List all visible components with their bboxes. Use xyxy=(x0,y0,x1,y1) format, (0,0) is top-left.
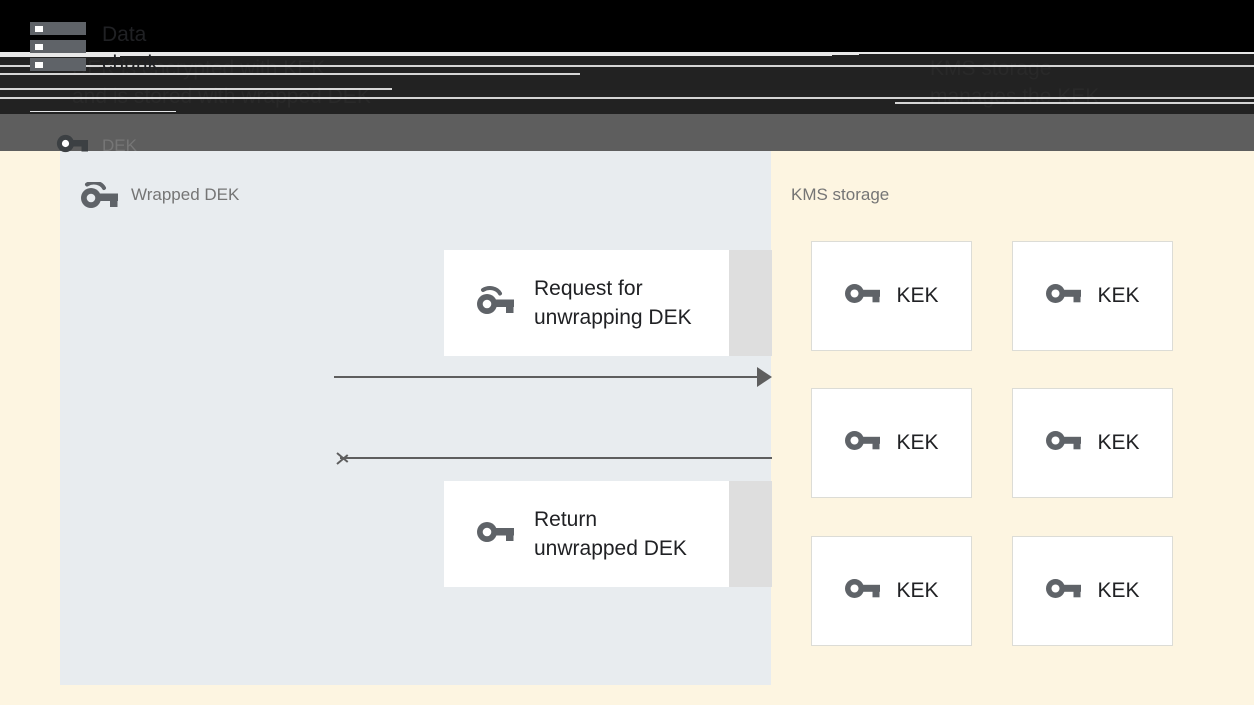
top-gray-band xyxy=(0,114,1254,151)
top-black-band xyxy=(0,0,1254,52)
request-card-shadow xyxy=(729,250,772,356)
key-icon xyxy=(844,282,881,310)
scanline-artifact xyxy=(0,52,1254,53)
request-arrow-line xyxy=(334,376,759,378)
scanline-artifact xyxy=(0,53,1254,54)
return-arrow-line xyxy=(340,457,772,459)
scanline-artifact xyxy=(0,56,120,57)
kek-label: KEK xyxy=(1097,579,1140,602)
scanline-artifact xyxy=(0,97,1254,99)
wrapped-dek-label: Wrapped DEK xyxy=(131,185,240,204)
return-card[interactable]: Return unwrapped DEK xyxy=(444,481,729,587)
return-card-shadow xyxy=(729,481,772,587)
data-chunk-divider xyxy=(30,111,176,112)
storage-icon xyxy=(30,21,86,78)
key-icon xyxy=(56,133,88,159)
scanline-artifact xyxy=(895,102,1254,104)
kek-label: KEK xyxy=(1097,431,1140,454)
scanline-artifact xyxy=(0,55,832,56)
scanline-artifact xyxy=(0,65,1254,67)
return-card-label: Return unwrapped DEK xyxy=(534,508,687,560)
wrapped-dek-panel xyxy=(60,151,771,685)
kek-label: KEK xyxy=(1097,284,1140,307)
kek-label: KEK xyxy=(896,431,939,454)
key-icon xyxy=(844,577,881,605)
kek-box[interactable]: KEK xyxy=(1012,241,1173,351)
caption-right-line1: KMS storage xyxy=(930,57,1052,80)
key-icon xyxy=(476,520,514,549)
kek-box[interactable]: KEK xyxy=(1012,388,1173,498)
obscured-caption-area: DEK is encrypted with KEK and is stored … xyxy=(0,52,1254,114)
key-icon xyxy=(844,429,881,457)
scanline-artifact xyxy=(0,88,392,90)
key-wrapped-icon xyxy=(80,180,118,214)
scanline-artifact xyxy=(0,54,859,55)
key-icon xyxy=(1045,282,1082,310)
key-icon xyxy=(1045,429,1082,457)
request-card[interactable]: Request for unwrapping DEK xyxy=(444,250,729,356)
kek-label: KEK xyxy=(896,579,939,602)
kek-box[interactable]: KEK xyxy=(811,388,972,498)
request-card-label: Request for unwrapping DEK xyxy=(534,277,692,329)
kms-storage-label: KMS storage xyxy=(791,185,890,204)
kek-label: KEK xyxy=(896,284,939,307)
dek-label: DEK xyxy=(102,136,137,155)
key-icon xyxy=(1045,577,1082,605)
kek-box[interactable]: KEK xyxy=(811,241,972,351)
kek-box[interactable]: KEK xyxy=(1012,536,1173,646)
scanline-artifact xyxy=(0,73,580,75)
caption-left-line2: and is stored with wrapped DEK xyxy=(72,85,371,108)
kek-box[interactable]: KEK xyxy=(811,536,972,646)
data-chunk-label: Data chunk xyxy=(102,23,159,75)
request-arrow-head xyxy=(757,367,772,387)
key-wrapped-icon xyxy=(476,286,514,320)
